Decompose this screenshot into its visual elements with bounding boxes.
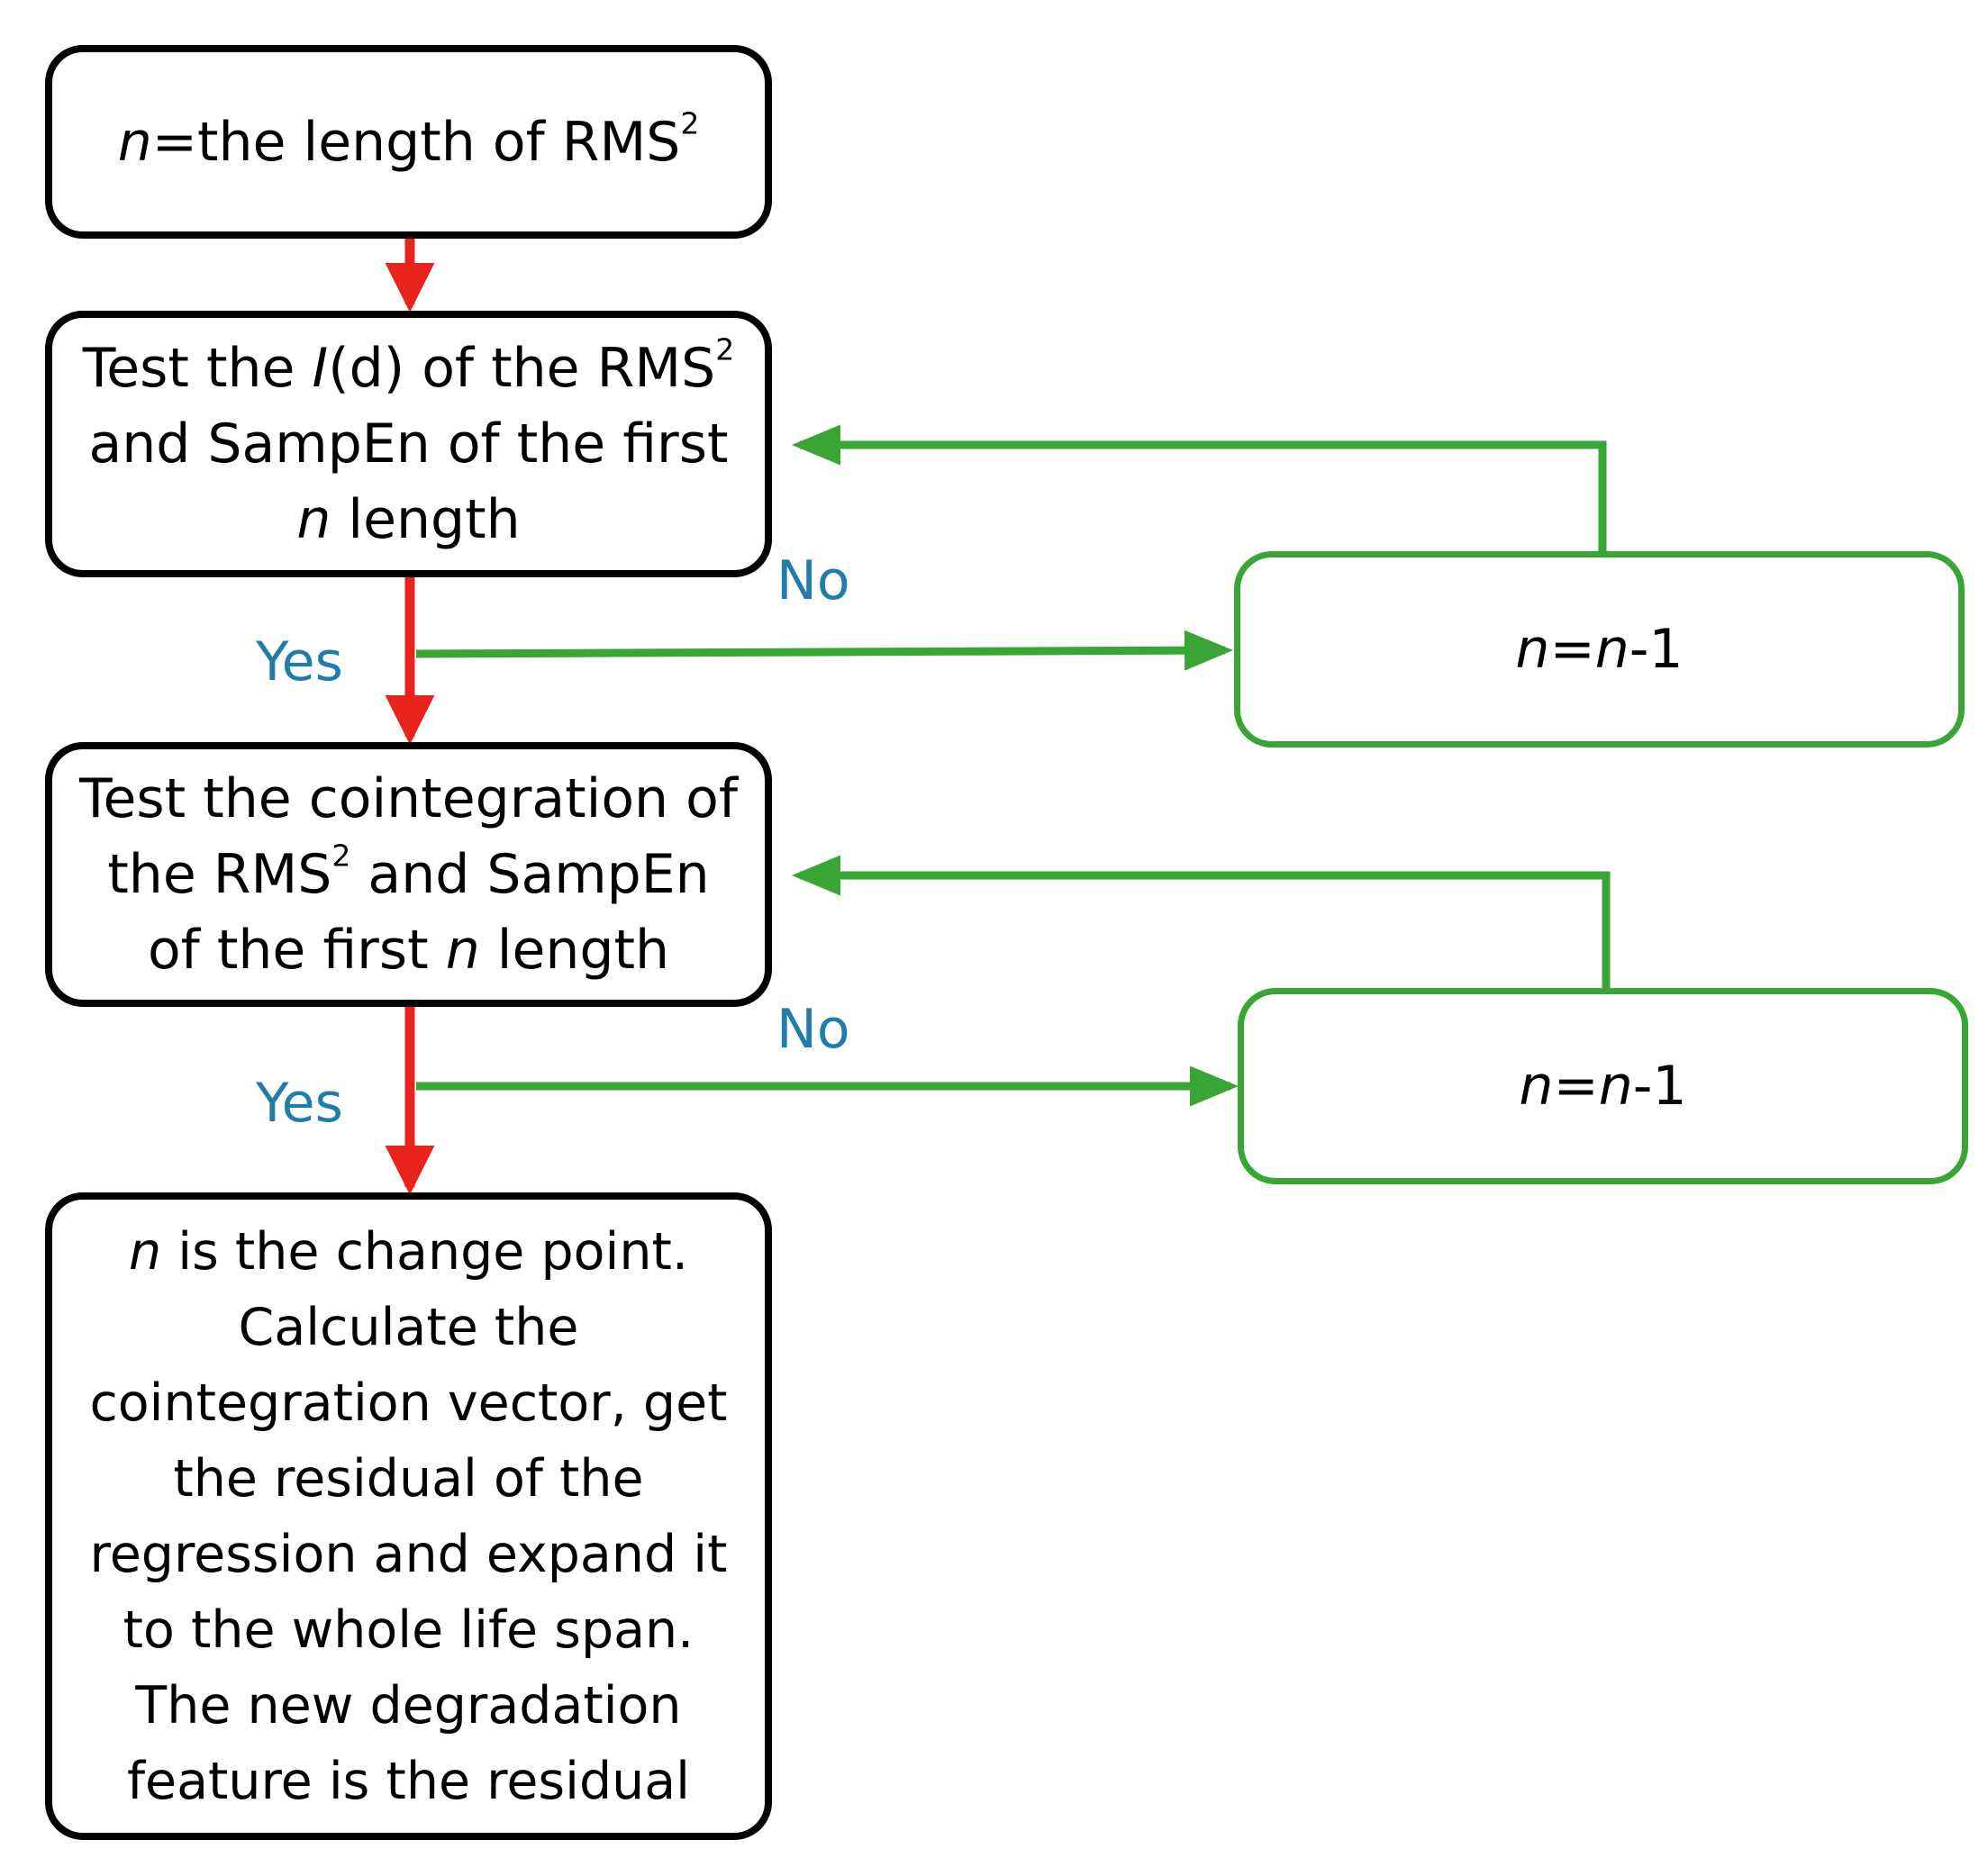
- start-text: n=the length of RMS2: [118, 104, 700, 180]
- start-sup: 2: [680, 104, 700, 140]
- result-line5: regression and expand it: [89, 1524, 728, 1584]
- no-label-1: No: [776, 549, 850, 612]
- test-coint-line3-post: length: [479, 919, 670, 982]
- decrement-2-text: n=n-1: [1519, 1048, 1686, 1124]
- result-line3: cointegration vector, get: [89, 1373, 728, 1433]
- result-text: n is the change point. Calculate the coi…: [89, 1214, 727, 1819]
- decrement-2-var: n: [1519, 1055, 1554, 1118]
- test-i-line2: and SampEn of the first: [88, 412, 729, 476]
- test-integration-order-text: Test the I(d) of the RMS2 and SampEn of …: [83, 331, 734, 557]
- decrement-2-minus: -1: [1632, 1055, 1687, 1118]
- decrement-1-var-b: n: [1594, 618, 1629, 681]
- test-coint-var: n: [445, 919, 480, 982]
- test-i-var: I: [312, 337, 329, 400]
- decrement-1-minus: -1: [1629, 618, 1684, 681]
- arrow-test-i-no: [415, 630, 1233, 671]
- yes-label-2: Yes: [256, 1072, 343, 1135]
- result-var: n: [129, 1221, 162, 1282]
- test-integration-order-box: Test the I(d) of the RMS2 and SampEn of …: [45, 311, 772, 577]
- start-var: n: [117, 110, 152, 174]
- result-line7: The new degradation: [135, 1675, 682, 1736]
- decrement-2-var-b: n: [1598, 1055, 1633, 1118]
- test-i-line1-post: (d) of the RMS: [328, 337, 716, 400]
- result-line1-post: is the change point.: [161, 1221, 688, 1282]
- test-i-line3-post: length: [331, 488, 521, 551]
- result-line2: Calculate the: [238, 1297, 579, 1357]
- decrement-1-var: n: [1515, 618, 1550, 681]
- test-coint-line2-post: and SampEn: [350, 843, 710, 906]
- decrement-1-text: n=n-1: [1515, 612, 1683, 687]
- result-line8: feature is the residual: [126, 1751, 691, 1811]
- test-cointegration-text: Test the cointegration of the RMS2 and S…: [79, 761, 738, 988]
- test-coint-line3-pre: of the first: [147, 919, 446, 982]
- test-coint-sup: 2: [331, 838, 351, 874]
- result-line6: to the whole life span.: [123, 1600, 694, 1660]
- no-label-2: No: [776, 998, 850, 1061]
- decrement-box-2: n=n-1: [1238, 988, 1968, 1184]
- arrow-decrement-2-back: [792, 855, 1611, 989]
- test-coint-line1: Test the cointegration of: [79, 767, 738, 830]
- test-i-line1-pre: Test the: [82, 337, 313, 400]
- decrement-1-eq: =: [1549, 618, 1595, 681]
- result-line4: the residual of the: [173, 1448, 644, 1509]
- test-cointegration-box: Test the cointegration of the RMS2 and S…: [45, 742, 772, 1007]
- decrement-box-1: n=n-1: [1234, 551, 1965, 748]
- start-label: =the length of RMS: [151, 110, 681, 174]
- change-point-result-box: n is the change point. Calculate the coi…: [45, 1192, 772, 1840]
- yes-label-1: Yes: [256, 630, 343, 693]
- decrement-2-eq: =: [1553, 1055, 1599, 1118]
- test-coint-line2-pre: the RMS: [107, 843, 332, 906]
- test-i-sup: 2: [715, 331, 735, 367]
- start-box: n=the length of RMS2: [45, 45, 772, 239]
- arrow-decrement-1-back: [792, 424, 1607, 553]
- test-i-line3-var: n: [296, 488, 331, 551]
